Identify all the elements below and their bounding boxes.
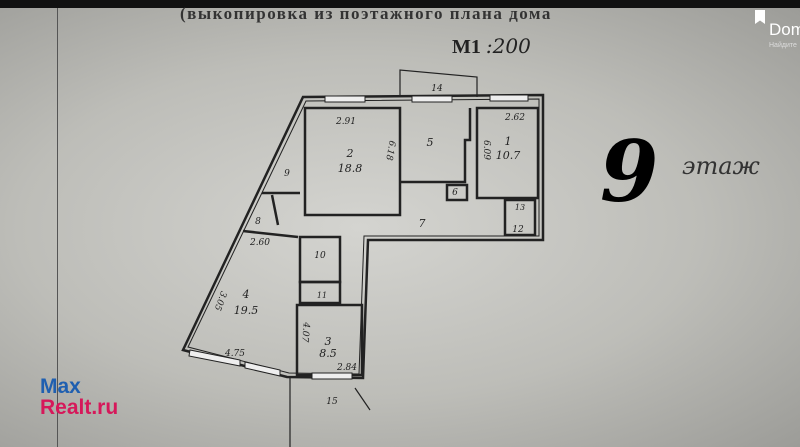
window (411, 95, 453, 103)
room-13-number: 13 (515, 203, 525, 212)
room-14-number: 14 (431, 84, 443, 94)
dimension: 6.18 (383, 140, 396, 162)
room-3-area: 8.5 (319, 347, 337, 360)
balcony-top (399, 69, 478, 97)
closet-6-walls (445, 183, 469, 202)
scale-prefix: М1 (452, 36, 481, 58)
walls (181, 69, 545, 447)
room-9-number: 9 (284, 169, 290, 179)
dimension: 6.09 (481, 140, 491, 160)
dimension: 4.07 (299, 321, 311, 343)
paper-fold-line (57, 8, 58, 447)
room-4-area: 19.5 (234, 304, 259, 317)
balcony-bottom-edge (354, 387, 371, 411)
dimension: 2.91 (335, 117, 356, 127)
maxrealt-line2: Realt.ru (40, 396, 119, 419)
room-8-number: 8 (255, 217, 261, 227)
closet-8-wall (270, 194, 280, 226)
room-12-number: 12 (512, 225, 524, 235)
room-3-number: 3 (325, 335, 332, 348)
room-1-walls (475, 106, 540, 200)
window (489, 94, 529, 102)
dimension: 4.75 (224, 349, 245, 359)
dom-watermark: Dom Найдите (755, 8, 800, 53)
dom-name: Dom (769, 20, 800, 39)
floor-number-handwritten: 9 (600, 122, 659, 221)
room-5-number: 5 (427, 136, 434, 149)
room-1-area: 10.7 (496, 149, 521, 162)
room-2-area: 18.8 (338, 162, 363, 175)
room-10-number: 10 (314, 251, 326, 261)
room-11-number: 11 (317, 291, 327, 300)
maxrealt-watermark: Max Realt.ru (40, 376, 118, 418)
room-2-number: 2 (346, 147, 354, 160)
dimension: 2.62 (504, 113, 525, 123)
floor-word-handwritten: этаж (682, 152, 760, 180)
maxrealt-line1: Max (40, 375, 81, 398)
scale-value: :200 (485, 34, 531, 58)
bookmark-icon (755, 10, 765, 24)
room-2-walls (303, 106, 402, 217)
room-6-number: 6 (452, 188, 458, 198)
dom-sub: Найдите (769, 42, 797, 49)
dimension: 2.60 (249, 238, 270, 248)
room-4-number: 4 (242, 288, 250, 301)
dimension: 2.84 (336, 363, 357, 373)
closet-12-walls (503, 198, 537, 237)
room-4-divider (242, 229, 299, 239)
room-15-number: 15 (326, 397, 338, 407)
room-5-walls (400, 108, 472, 184)
window (244, 361, 281, 377)
scale-label: М1 :200 (452, 34, 531, 59)
room-labels: 1 10.7 2 18.8 3 8.5 4 19.5 5 6 7 8 9 10 … (234, 84, 525, 407)
windows (188, 94, 529, 380)
room-7-number: 7 (419, 217, 426, 230)
document-header: (выкопировка из поэтажного плана дома (180, 4, 552, 23)
room-1-number: 1 (505, 135, 512, 148)
window (324, 95, 366, 103)
window (188, 349, 241, 367)
wc-11-walls (298, 280, 342, 305)
window (311, 372, 353, 380)
